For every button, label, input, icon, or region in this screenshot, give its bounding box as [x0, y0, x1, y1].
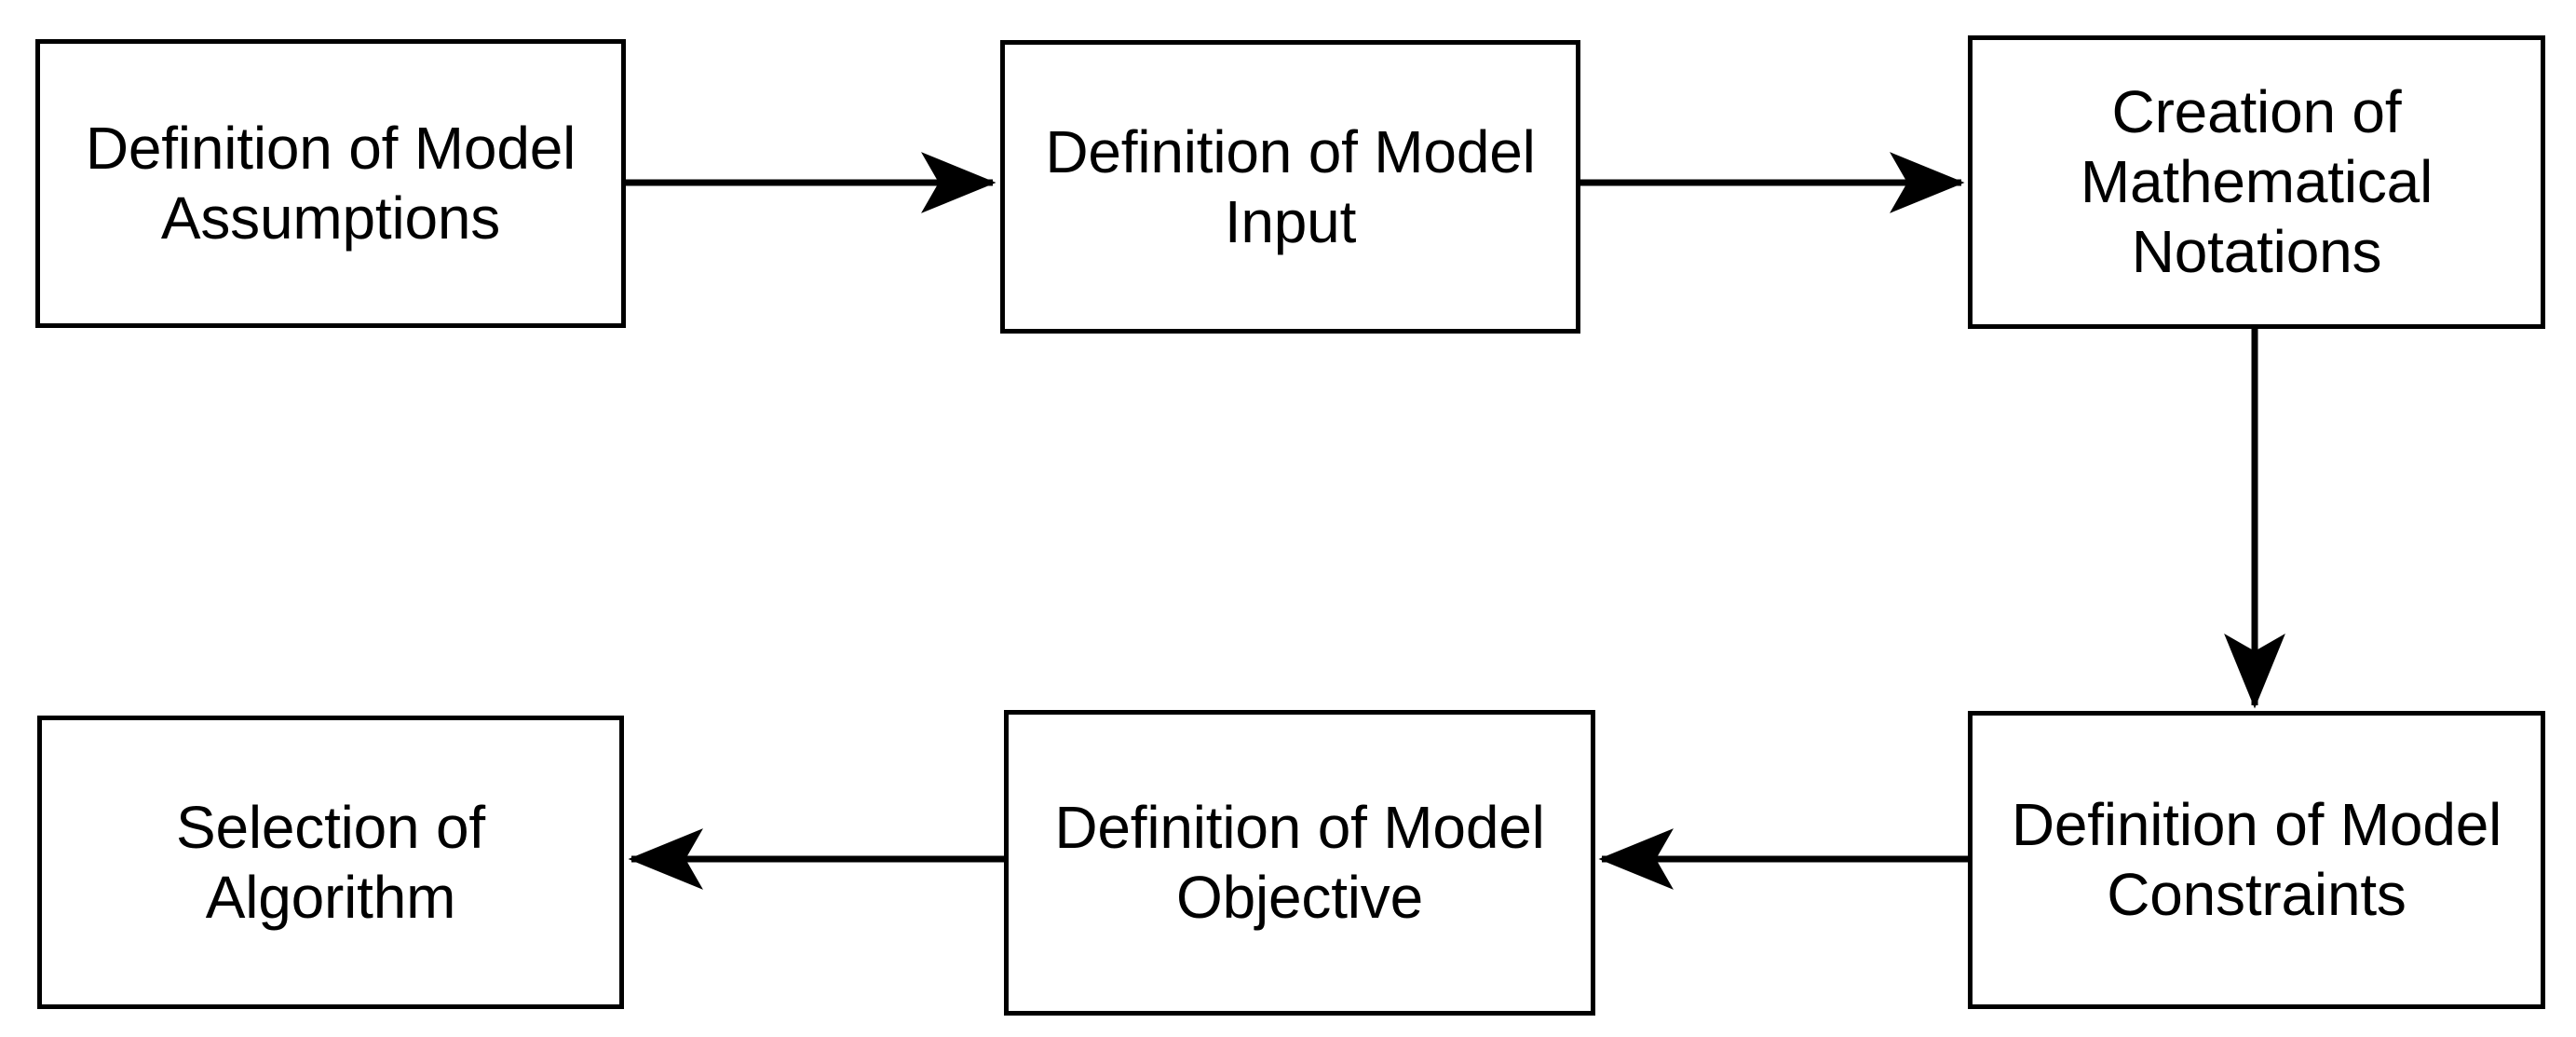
node-label-model-input: Definition of Model Input [1045, 117, 1536, 255]
node-label-model-objective: Definition of Model Objective [1054, 794, 1545, 931]
node-label-model-assumptions: Definition of Model Assumptions [85, 115, 576, 252]
node-model-objective[interactable]: Definition of Model Objective [1004, 710, 1595, 1016]
node-model-input[interactable]: Definition of Model Input [1000, 40, 1580, 334]
node-selection-of-algorithm[interactable]: Selection of Algorithm [37, 716, 624, 1009]
node-label-selection-of-algorithm: Selection of Algorithm [175, 793, 486, 931]
node-label-model-constraints: Definition of Model Constraints [2011, 791, 2502, 928]
node-mathematical-notations[interactable]: Creation of Mathematical Notations [1968, 35, 2545, 329]
node-label-mathematical-notations: Creation of Mathematical Notations [2080, 78, 2434, 285]
node-model-assumptions[interactable]: Definition of Model Assumptions [35, 39, 626, 328]
node-model-constraints[interactable]: Definition of Model Constraints [1968, 711, 2545, 1009]
